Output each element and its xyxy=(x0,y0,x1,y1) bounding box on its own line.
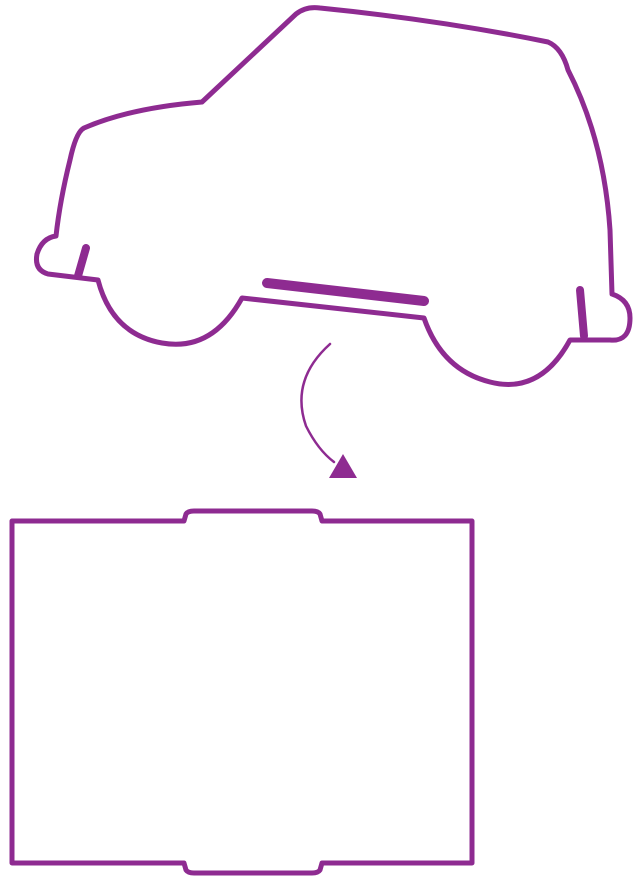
arrow-shaft xyxy=(300,342,336,464)
window-sticker-outline-icon xyxy=(9,508,475,876)
front-bumper-mark xyxy=(576,286,588,340)
curved-arrow-down-icon xyxy=(300,342,357,478)
car-icon xyxy=(34,5,633,387)
car-body-outline xyxy=(34,5,633,387)
arrow-head xyxy=(329,454,357,478)
panel-outline xyxy=(9,508,475,876)
side-skirt-bar xyxy=(262,278,429,306)
rear-bumper-mark xyxy=(74,244,90,280)
